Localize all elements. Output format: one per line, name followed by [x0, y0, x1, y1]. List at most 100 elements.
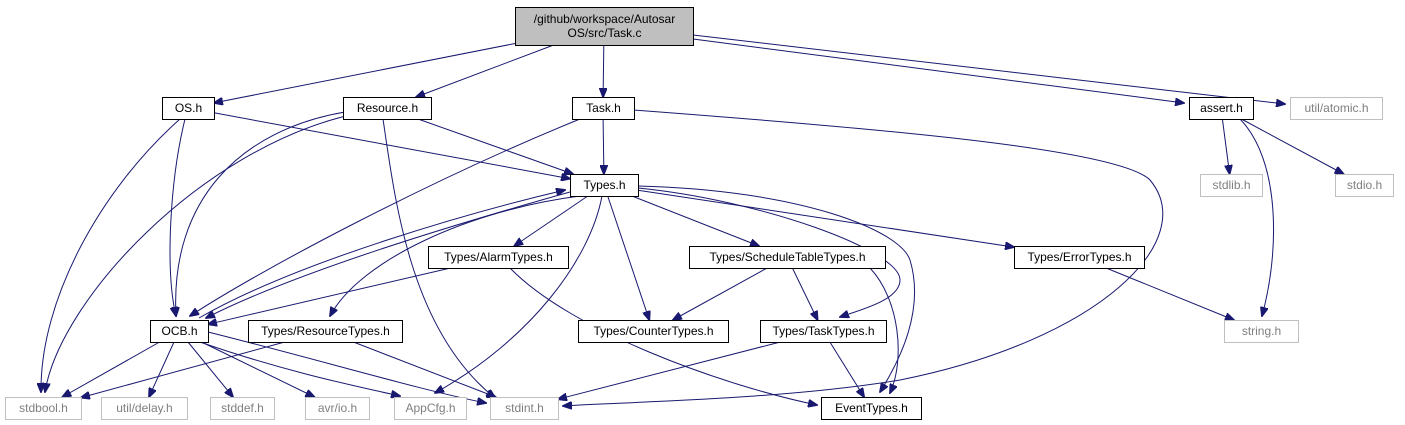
node-eventtypes-h[interactable]: EventTypes.h	[821, 397, 922, 420]
node-assert-h[interactable]: assert.h	[1189, 97, 1254, 120]
node-label: Types/AlarmTypes.h	[444, 250, 553, 264]
edge-alarmtypes-h-to-eventtypes-h	[509, 267, 817, 405]
node-label: string.h	[1242, 324, 1281, 338]
node-box	[572, 97, 635, 120]
node-label: assert.h	[1200, 101, 1243, 115]
node-label: EventTypes.h	[835, 401, 908, 415]
node-label: stdbool.h	[19, 401, 68, 415]
node-box	[821, 397, 922, 420]
node-label: stdint.h	[505, 401, 544, 415]
node-box	[101, 397, 188, 420]
node-appcfg-h: AppCfg.h	[394, 397, 467, 420]
node-label: Resource.h	[357, 101, 418, 115]
edge-types-h-to-tasktypes-h	[637, 187, 901, 317]
edge-assert-h-to-stdlib-h	[1221, 118, 1229, 174]
node-alarmtypes-h[interactable]: Types/AlarmTypes.h	[428, 246, 569, 269]
edge-tasktypes-h-to-stdint-h	[558, 341, 781, 399]
node-stdint-h: stdint.h	[490, 397, 559, 420]
edge-task-c-to-util-atomic-h	[692, 34, 1285, 104]
edge-resource-h-to-stdbool-h	[45, 114, 351, 392]
node-box	[490, 397, 559, 420]
node-box	[428, 246, 569, 269]
node-stdio-h: stdio.h	[1335, 174, 1394, 197]
edge-types-h-to-errortypes-h	[637, 189, 1014, 247]
edge-task-c-to-task-h	[603, 44, 604, 97]
edge-types-h-to-resourcetypes-h	[330, 195, 581, 316]
edge-resource-h-to-types-h	[417, 118, 573, 174]
node-box	[1200, 174, 1263, 197]
edge-types-h-to-eventtypes-h	[637, 185, 916, 392]
edge-types-h-to-ocb-h	[206, 191, 571, 318]
node-resource-h[interactable]: Resource.h	[343, 97, 432, 120]
edge-assert-h-to-stdio-h	[1241, 118, 1343, 174]
node-box	[1290, 97, 1383, 120]
edge-ocb-h-to-avr-io-h	[201, 341, 315, 397]
edge-task-c-to-assert-h	[692, 38, 1184, 103]
node-label: util/atomic.h	[1304, 101, 1368, 115]
node-os-h[interactable]: OS.h	[162, 97, 215, 120]
edge-ocb-h-to-stdbool-h	[62, 341, 160, 397]
edge-alarmtypes-h-to-ocb-h	[208, 267, 451, 324]
node-box	[689, 246, 886, 269]
node-label: Types/ResourceTypes.h	[261, 324, 390, 338]
edge-scheduletabletypes-h-to-tasktypes-h	[791, 267, 817, 320]
edge-scheduletabletypes-h-to-countertypes-h	[673, 267, 768, 320]
node-box	[570, 174, 639, 197]
node-box	[394, 397, 467, 420]
edge-ocb-h-to-stddef-h	[187, 341, 233, 397]
node-ocb-h[interactable]: OCB.h	[150, 320, 209, 343]
node-scheduletabletypes-h[interactable]: Types/ScheduleTableTypes.h	[689, 246, 886, 269]
edge-assert-h-to-string-h	[1239, 118, 1275, 316]
edge-tasktypes-h-to-eventtypes-h	[829, 341, 864, 397]
node-label: Types/ErrorTypes.h	[1027, 250, 1131, 264]
edge-task-c-to-resource-h	[416, 44, 554, 97]
node-box	[1014, 246, 1145, 269]
edge-ocb-h-to-util-delay-h	[149, 341, 175, 397]
node-box	[1335, 174, 1394, 197]
edge-os-h-to-ocb-h	[169, 118, 186, 316]
node-label: util/delay.h	[116, 401, 172, 415]
node-label: Types.h	[583, 178, 625, 192]
node-countertypes-h[interactable]: Types/CounterTypes.h	[578, 320, 729, 343]
node-label: stdlib.h	[1212, 178, 1250, 192]
node-label: OS/src/Task.c	[567, 26, 641, 40]
edge-os-h-to-types-h	[213, 112, 570, 179]
node-box	[343, 97, 432, 120]
node-tasktypes-h[interactable]: Types/TaskTypes.h	[760, 320, 887, 343]
node-box	[515, 7, 694, 46]
node-box	[248, 320, 403, 343]
edge-types-h-to-countertypes-h	[607, 195, 650, 320]
edge-ocb-h-to-types-h	[198, 190, 565, 319]
node-label: avr/io.h	[318, 401, 357, 415]
node-label: Types/CounterTypes.h	[593, 324, 713, 338]
node-util-delay-h: util/delay.h	[101, 397, 188, 420]
node-label: Types/ScheduleTableTypes.h	[709, 250, 865, 264]
node-label: AppCfg.h	[405, 401, 455, 415]
node-box	[305, 397, 370, 420]
node-util-atomic-h: util/atomic.h	[1290, 97, 1383, 120]
edge-errortypes-h-to-string-h	[1105, 267, 1234, 320]
node-errortypes-h[interactable]: Types/ErrorTypes.h	[1014, 246, 1145, 269]
nodes-layer: /github/workspace/AutosarOS/src/Task.cOS…	[5, 7, 1394, 420]
node-box	[1224, 320, 1299, 343]
node-label: Task.h	[586, 101, 621, 115]
node-box	[760, 320, 887, 343]
node-label: stdio.h	[1347, 178, 1382, 192]
node-types-h[interactable]: Types.h	[570, 174, 639, 197]
node-box	[150, 320, 209, 343]
node-stdlib-h: stdlib.h	[1200, 174, 1263, 197]
edge-ocb-h-to-appcfg-h	[199, 341, 400, 396]
node-box	[1189, 97, 1254, 120]
node-label: /github/workspace/Autosar	[534, 12, 675, 26]
edge-task-h-to-types-h	[603, 118, 604, 174]
node-stdbool-h: stdbool.h	[5, 397, 82, 420]
node-task-h[interactable]: Task.h	[572, 97, 635, 120]
node-resourcetypes-h[interactable]: Types/ResourceTypes.h	[248, 320, 403, 343]
node-box	[210, 397, 275, 420]
edge-resourcetypes-h-to-stdbool-h	[81, 341, 285, 398]
edge-resource-h-to-stdint-h	[382, 118, 495, 398]
edge-types-h-to-appcfg-h	[435, 195, 603, 393]
edge-resourcetypes-h-to-stdint-h	[353, 341, 495, 397]
